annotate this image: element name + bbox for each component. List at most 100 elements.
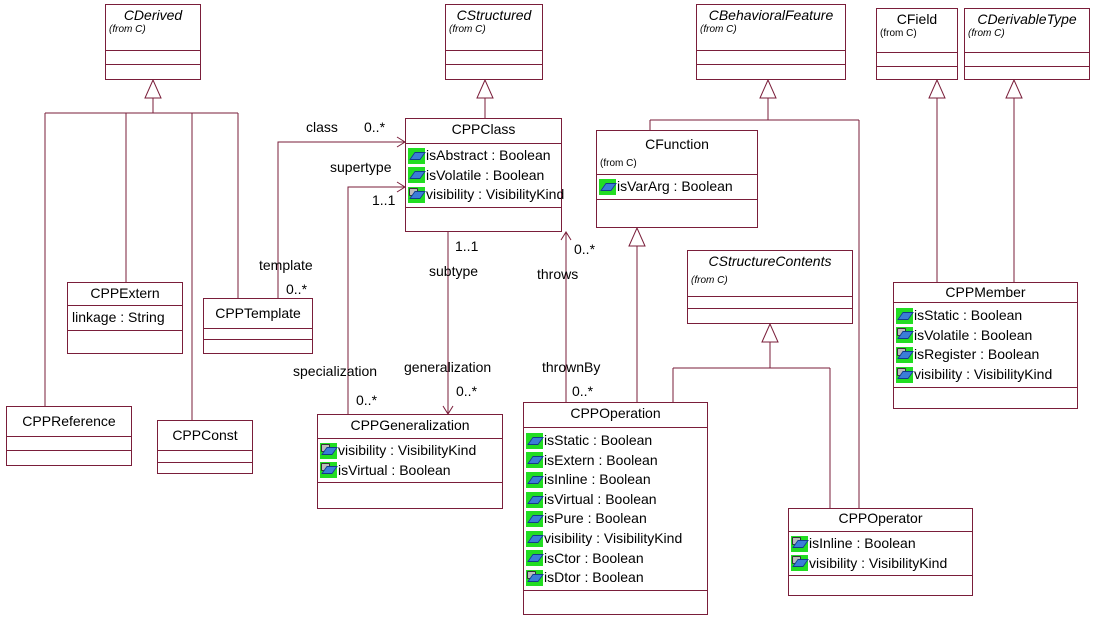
generalization-line	[672, 342, 831, 508]
attribute: isExtern : Boolean	[526, 451, 707, 471]
class-cfunction[interactable]: CFunction (from C) isVarArg : Boolean	[596, 130, 758, 228]
protected-attribute-icon	[896, 366, 914, 383]
class-cppconst[interactable]: CPPConst	[157, 420, 253, 474]
role-label-specialization: specialization	[293, 363, 378, 379]
attribute: isRegister : Boolean	[896, 345, 1077, 365]
public-attribute-icon	[599, 178, 617, 195]
class-package: (from C)	[968, 28, 1005, 39]
class-cderived[interactable]: CDerived (from C)	[105, 4, 201, 80]
class-package: (from C)	[880, 28, 917, 39]
attribute-compartment: isAbstract : Boolean isVolatile : Boolea…	[406, 144, 564, 208]
class-cppoperation[interactable]: CPPOperation isStatic : Boolean isExtern…	[523, 402, 708, 615]
class-cstructured[interactable]: CStructured (from C)	[445, 4, 543, 80]
role-label-generalization: generalization	[404, 359, 492, 375]
attribute-compartment	[697, 51, 845, 65]
multiplicity-label: 0..*	[572, 383, 594, 399]
class-cderivabletype[interactable]: CDerivableType (from C)	[964, 8, 1090, 80]
multiplicity-label: 0..*	[364, 119, 386, 135]
attribute: isVirtual : Boolean	[320, 461, 502, 481]
attribute: visibility : VisibilityKind	[526, 529, 707, 549]
class-name: CPPConst	[172, 427, 238, 443]
attribute: isStatic : Boolean	[896, 306, 1077, 326]
attribute: isCtor : Boolean	[526, 549, 707, 569]
attribute-compartment	[877, 53, 957, 67]
attribute-compartment	[158, 451, 252, 463]
protected-attribute-icon	[408, 186, 426, 203]
attribute-compartment	[965, 53, 1089, 67]
class-name: CDerived	[123, 7, 183, 23]
attribute: isVarArg : Boolean	[599, 177, 757, 197]
class-cstructurecontents[interactable]: CStructureContents (from C)	[687, 250, 853, 324]
generalization-arrowhead	[761, 322, 779, 343]
multiplicity-label: 0..*	[356, 392, 378, 408]
public-attribute-icon	[526, 550, 544, 567]
class-name: CPPOperator	[838, 510, 923, 526]
class-name: CPPMember	[945, 284, 1026, 300]
attribute: linkage : String	[72, 309, 165, 325]
class-name: CPPClass	[451, 121, 516, 137]
class-cppmember[interactable]: CPPMember isStatic : Boolean isVolatile …	[893, 282, 1078, 409]
role-label-subtype: subtype	[429, 263, 479, 279]
protected-attribute-icon	[526, 569, 544, 586]
class-package: (from C)	[449, 24, 486, 35]
role-label-class: class	[306, 119, 338, 135]
class-name: CField	[896, 11, 938, 27]
attribute: visibility : VisibilityKind	[896, 365, 1077, 385]
class-cfield[interactable]: CField (from C)	[876, 8, 958, 80]
attribute: visibility : VisibilityKind	[791, 554, 972, 574]
generalization-arrowhead	[628, 226, 646, 247]
public-attribute-icon	[526, 452, 544, 469]
protected-attribute-icon	[896, 327, 914, 344]
generalization-arrowhead	[928, 78, 946, 99]
attribute: isDtor : Boolean	[526, 568, 707, 588]
class-cpptemplate[interactable]: CPPTemplate	[203, 298, 313, 354]
class-cppextern[interactable]: CPPExtern linkage : String	[67, 282, 183, 354]
protected-attribute-icon	[896, 346, 914, 363]
public-attribute-icon	[526, 432, 544, 449]
multiplicity-label: 0..*	[456, 383, 478, 399]
attribute-compartment: linkage : String	[68, 306, 182, 331]
class-cbehavioralfeature[interactable]: CBehavioralFeature (from C)	[696, 4, 846, 80]
generalization-line	[44, 98, 239, 420]
role-label-supertype: supertype	[330, 159, 392, 175]
class-package: (from C)	[109, 24, 146, 35]
protected-attribute-icon	[320, 442, 338, 459]
multiplicity-label: 1..1	[372, 192, 396, 208]
class-name: CPPOperation	[570, 405, 661, 421]
generalization-line	[649, 98, 860, 508]
role-label-template: template	[259, 257, 313, 273]
attribute: isPure : Boolean	[526, 509, 707, 529]
attribute: visibility : VisibilityKind	[408, 185, 564, 205]
public-attribute-icon	[526, 530, 544, 547]
class-package: (from C)	[600, 158, 637, 169]
class-cppoperator[interactable]: CPPOperator isInline : Boolean visibilit…	[788, 508, 973, 596]
attribute-compartment	[7, 437, 131, 451]
attribute: isVolatile : Boolean	[408, 166, 561, 186]
class-cppreference[interactable]: CPPReference	[6, 406, 132, 466]
class-cppgeneralization[interactable]: CPPGeneralization visibility : Visibilit…	[317, 414, 503, 509]
public-attribute-icon	[526, 471, 544, 488]
association-class	[277, 141, 405, 298]
attribute: isInline : Boolean	[526, 470, 707, 490]
role-label-throws: throws	[537, 266, 579, 282]
protected-attribute-icon	[791, 535, 809, 552]
class-name: CBehavioralFeature	[708, 7, 834, 23]
role-label-thrownby: thrownBy	[542, 359, 601, 375]
attribute-compartment: isInline : Boolean visibility : Visibili…	[789, 532, 972, 577]
attribute: isStatic : Boolean	[526, 431, 707, 451]
generalization-arrowhead	[144, 78, 162, 99]
class-cppclass[interactable]: CPPClass isAbstract : Boolean isVolatile…	[405, 118, 564, 232]
public-attribute-icon	[526, 511, 544, 528]
attribute: isAbstract : Boolean	[408, 146, 561, 166]
class-name: CDerivableType	[977, 11, 1077, 27]
attribute-compartment	[204, 329, 312, 340]
attribute-compartment	[106, 51, 200, 65]
public-attribute-icon	[896, 307, 914, 324]
attribute-compartment: isStatic : Boolean isVolatile : Boolean …	[894, 303, 1077, 389]
generalization-arrowhead	[759, 78, 777, 99]
attribute-compartment: isStatic : Boolean isExtern : Boolean is…	[524, 428, 707, 591]
generalization-arrowhead	[476, 78, 494, 99]
class-package: (from C)	[691, 275, 728, 286]
multiplicity-label: 0..*	[286, 281, 308, 297]
